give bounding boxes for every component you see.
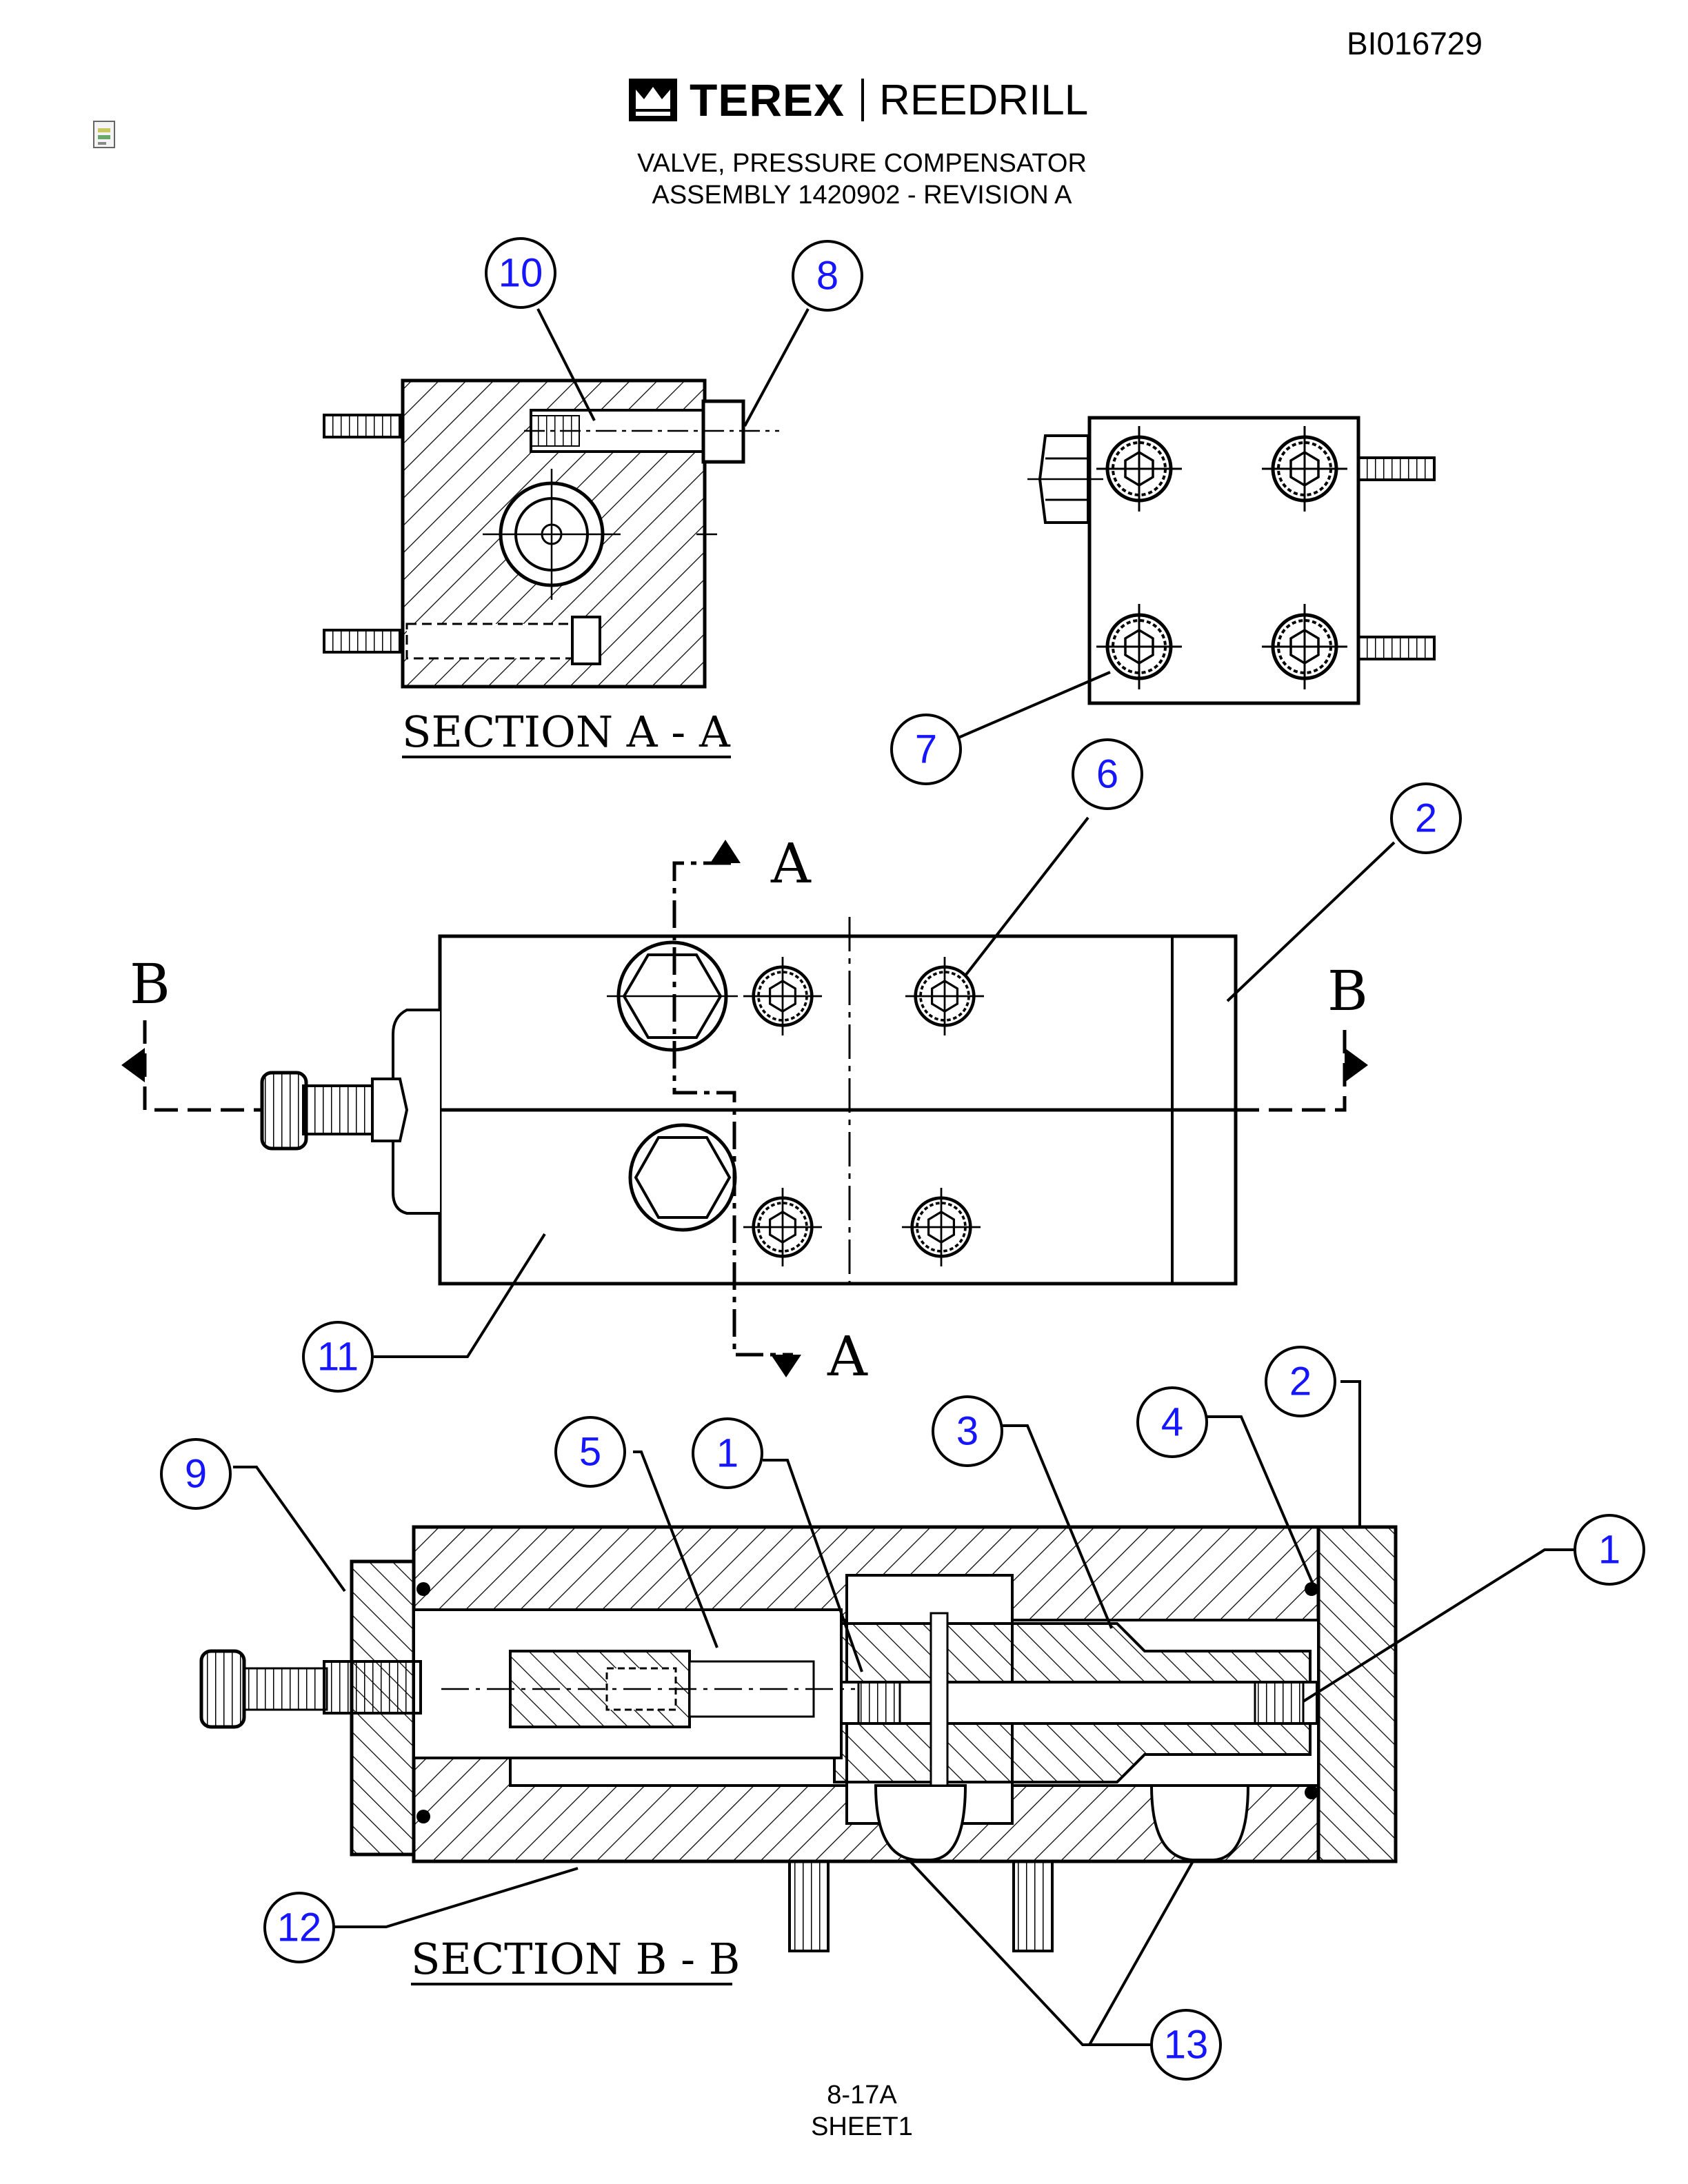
callout-10: 10 bbox=[485, 237, 556, 309]
cut-marker-a-top: A bbox=[770, 831, 812, 896]
brand-logo: TEREX REEDRILL bbox=[629, 74, 1089, 125]
terex-crown-icon bbox=[629, 79, 677, 121]
end-view bbox=[1027, 416, 1436, 705]
callout-1: 1 bbox=[692, 1417, 763, 1489]
page-footer: 8-17A SHEET1 bbox=[0, 2079, 1688, 2143]
callout-3: 3 bbox=[932, 1395, 1003, 1467]
callout-1: 1 bbox=[1574, 1514, 1645, 1586]
callout-7: 7 bbox=[890, 714, 962, 785]
svg-text:4: 4 bbox=[1161, 1400, 1183, 1445]
svg-text:2: 2 bbox=[1415, 796, 1437, 841]
svg-text:6: 6 bbox=[1096, 752, 1118, 797]
brand-division: REEDRILL bbox=[879, 76, 1089, 124]
svg-text:3: 3 bbox=[956, 1409, 978, 1454]
brand-name: TEREX bbox=[690, 74, 845, 125]
callout-2: 2 bbox=[1265, 1346, 1336, 1417]
section-a-view: SECTION A - A bbox=[323, 378, 779, 758]
callout-9: 9 bbox=[160, 1438, 232, 1510]
section-b-label: SECTION B - B bbox=[411, 1934, 740, 1984]
cut-marker-a-bottom: A bbox=[827, 1324, 868, 1388]
document-icon bbox=[93, 121, 115, 148]
svg-text:1: 1 bbox=[716, 1431, 738, 1476]
svg-text:10: 10 bbox=[499, 251, 543, 296]
callout-13: 13 bbox=[1150, 2009, 1222, 2081]
stud bbox=[1357, 456, 1436, 481]
svg-text:13: 13 bbox=[1164, 2023, 1209, 2067]
callout-2: 2 bbox=[1390, 782, 1462, 854]
callout-4: 4 bbox=[1136, 1386, 1208, 1458]
section-a-label: SECTION A - A bbox=[402, 707, 731, 757]
title-line-2: ASSEMBLY 1420902 - REVISION A bbox=[652, 181, 1072, 210]
stud bbox=[323, 629, 401, 654]
stud bbox=[1357, 636, 1436, 660]
drawing-title: VALVE, PRESSURE COMPENSATOR ASSEMBLY 142… bbox=[0, 148, 1688, 211]
sheet-label: SHEET1 bbox=[811, 2112, 913, 2141]
cut-marker-b-left: B bbox=[130, 952, 170, 1016]
title-line-1: VALVE, PRESSURE COMPENSATOR bbox=[637, 149, 1087, 178]
svg-text:12: 12 bbox=[277, 1905, 322, 1950]
svg-text:9: 9 bbox=[185, 1452, 207, 1497]
svg-text:11: 11 bbox=[317, 1335, 359, 1379]
svg-text:5: 5 bbox=[579, 1430, 601, 1475]
stud bbox=[323, 414, 401, 438]
cut-marker-b-right: B bbox=[1327, 959, 1368, 1023]
svg-text:7: 7 bbox=[915, 727, 937, 772]
elevation-view: A A B B bbox=[121, 831, 1368, 1388]
leaders bbox=[233, 308, 1576, 2046]
svg-text:1: 1 bbox=[1598, 1528, 1620, 1573]
document-id: BI016729 bbox=[1347, 26, 1483, 61]
callout-12: 12 bbox=[263, 1892, 335, 1963]
svg-text:2: 2 bbox=[1289, 1359, 1312, 1404]
callout-11: 11 bbox=[302, 1321, 374, 1393]
callout-balloons: 10 8 7 6 2 11 9 5 1 3 4 2 1 12 13 bbox=[160, 237, 1645, 2081]
brand-divider bbox=[861, 79, 865, 121]
svg-text:8: 8 bbox=[816, 254, 838, 299]
page-number: 8-17A bbox=[827, 2081, 897, 2110]
section-b-view: SECTION B - B bbox=[199, 1525, 1398, 1985]
callout-5: 5 bbox=[554, 1416, 626, 1488]
callout-8: 8 bbox=[792, 240, 863, 312]
callout-6: 6 bbox=[1072, 738, 1143, 810]
